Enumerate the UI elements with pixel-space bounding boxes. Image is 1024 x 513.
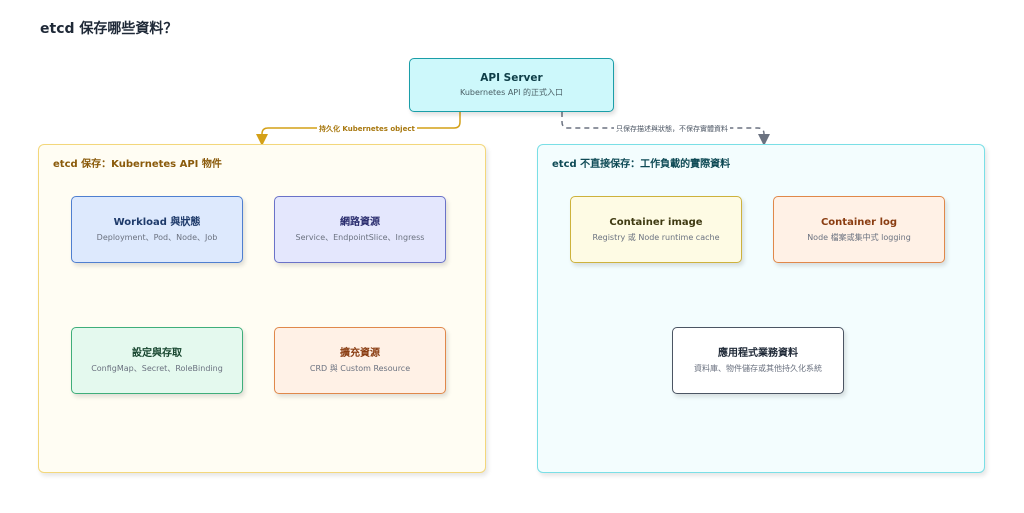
persist-edge-label: 持久化 Kubernetes object (317, 124, 417, 134)
network-resources-node-subtitle: Service、EndpointSlice、Ingress (295, 232, 425, 242)
config-access-node: 設定與存取 ConfigMap、Secret、RoleBinding (71, 327, 243, 394)
etcd-stored-panel: etcd 保存：Kubernetes API 物件 (38, 144, 486, 473)
api-server-title: API Server (480, 72, 543, 84)
workload-node-subtitle: Deployment、Pod、Node、Job (96, 232, 218, 242)
no-store-edge-label: 只保存描述與狀態，不保存實體資料 (614, 124, 730, 134)
config-access-node-title: 設定與存取 (132, 347, 182, 359)
container-log-node-title: Container log (820, 216, 898, 228)
config-access-node-subtitle: ConfigMap、Secret、RoleBinding (91, 363, 223, 373)
container-image-node-title: Container image (609, 216, 703, 228)
no-store-edge (561, 112, 770, 146)
page-title: etcd 保存哪些資料？ (40, 21, 178, 37)
etcd-not-stored-panel: etcd 不直接保存：工作負載的實際資料 (537, 144, 985, 473)
container-log-node: Container log Node 檔案或集中式 logging (773, 196, 945, 263)
workload-node-title: Workload 與狀態 (113, 216, 201, 228)
network-resources-node-title: 網路資源 (340, 216, 380, 228)
app-business-data-node: 應用程式業務資料 資料庫、物件儲存或其他持久化系統 (672, 327, 844, 394)
extension-resources-node-title: 擴充資源 (340, 347, 380, 359)
app-business-data-node-title: 應用程式業務資料 (718, 347, 798, 359)
api-server-subtitle: Kubernetes API 的正式入口 (459, 88, 564, 97)
network-resources-node: 網路資源 Service、EndpointSlice、Ingress (274, 196, 446, 263)
workload-node: Workload 與狀態 Deployment、Pod、Node、Job (71, 196, 243, 263)
api-server-node: API Server Kubernetes API 的正式入口 (409, 58, 614, 112)
etcd-not-stored-panel-title: etcd 不直接保存：工作負載的實際資料 (552, 159, 731, 170)
container-image-node: Container image Registry 或 Node runtime … (570, 196, 742, 263)
etcd-stored-panel-title: etcd 保存：Kubernetes API 物件 (53, 159, 222, 170)
extension-resources-node: 擴充資源 CRD 與 Custom Resource (274, 327, 446, 394)
app-business-data-node-subtitle: 資料庫、物件儲存或其他持久化系統 (694, 363, 822, 373)
container-image-node-subtitle: Registry 或 Node runtime cache (592, 232, 720, 242)
container-log-node-subtitle: Node 檔案或集中式 logging (807, 232, 911, 242)
extension-resources-node-subtitle: CRD 與 Custom Resource (309, 363, 411, 373)
